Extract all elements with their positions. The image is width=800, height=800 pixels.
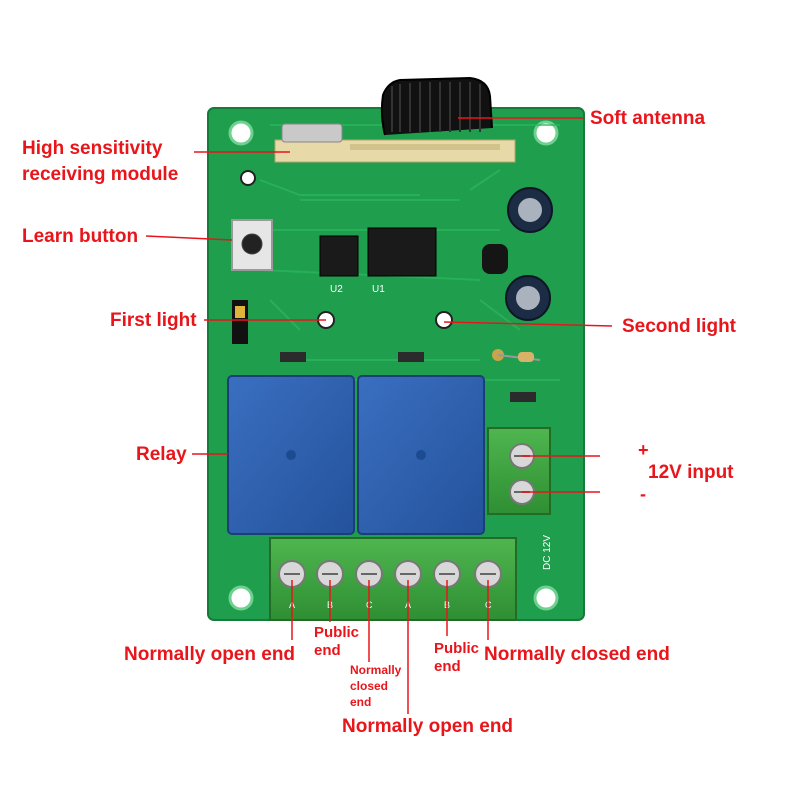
soft-antenna	[380, 76, 493, 136]
ic-label: U2	[330, 284, 343, 295]
learn-button-label: Learn button	[22, 226, 139, 247]
dc-voltage-label: DC 12V	[542, 535, 553, 570]
power-input-terminal	[487, 427, 551, 515]
plus-sign: +	[638, 440, 649, 460]
normally-closed-small-label-line1: Normally	[350, 663, 402, 677]
mounting-hole	[533, 120, 559, 146]
relay-2	[357, 375, 485, 535]
public-end-right-label-line2: end	[434, 658, 461, 675]
relay-label: Relay	[136, 444, 187, 465]
diode	[398, 352, 424, 362]
electrolytic-capacitors	[505, 187, 553, 321]
learn-button	[231, 219, 273, 271]
normally-closed-end-right-label: Normally closed end	[484, 644, 670, 665]
first-light-label: First light	[110, 310, 197, 331]
jumper-header	[232, 300, 248, 344]
public-end-left-label-line2: end	[314, 642, 341, 659]
normally-open-end-bottom-label: Normally open end	[342, 716, 514, 737]
second-light-label: Second light	[622, 316, 736, 337]
relay-1	[227, 375, 355, 535]
public-end-right-label-line1: Public	[434, 640, 480, 657]
minus-sign: -	[640, 484, 646, 504]
soft-antenna-label: Soft antenna	[590, 108, 706, 129]
receiving-module-label-line1: High sensitivity	[22, 138, 163, 159]
normally-closed-small-label-line2: closed	[350, 679, 389, 693]
public-end-left-label-line1: Public	[314, 624, 360, 641]
mounting-hole	[228, 120, 254, 146]
status-led	[240, 170, 256, 186]
input-voltage-label: 12V input	[648, 462, 734, 483]
transistor	[482, 244, 508, 274]
mounting-hole	[228, 585, 254, 611]
receiving-module-label-line2: receiving module	[22, 164, 179, 185]
normally-closed-small-label-line3: end	[350, 695, 372, 709]
second-light-led	[435, 311, 453, 329]
diode	[510, 392, 536, 402]
ic-chips: U2 U1	[319, 227, 437, 295]
leader-lines	[145, 117, 613, 714]
resistor	[492, 349, 541, 362]
normally-open-end-left-label: Normally open end	[124, 644, 296, 665]
mounting-hole	[533, 585, 559, 611]
diode	[280, 352, 306, 362]
ic-label: U1	[372, 284, 385, 295]
receiving-module	[274, 123, 516, 163]
